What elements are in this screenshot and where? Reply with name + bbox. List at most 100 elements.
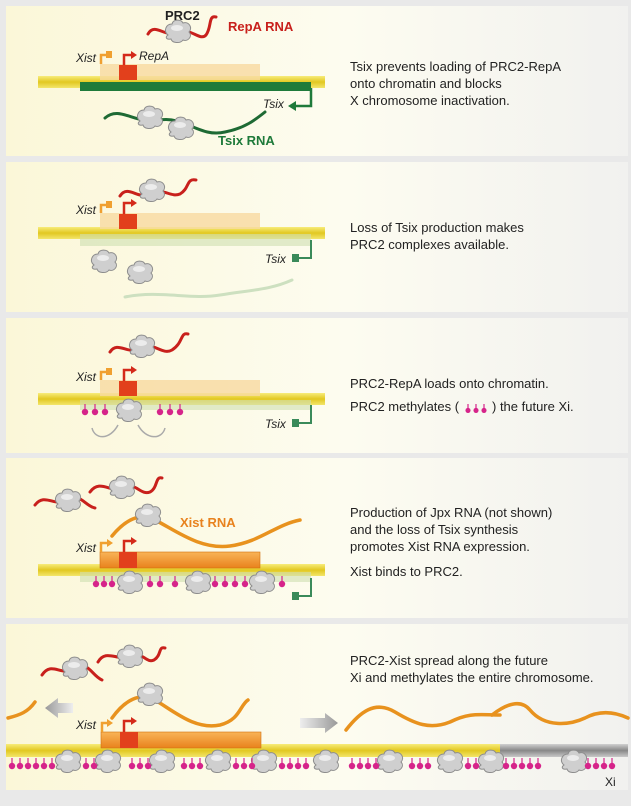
prc2-complex-icon	[477, 749, 505, 773]
svg-text:PRC2-RepA loads onto chromatin: PRC2-RepA loads onto chromatin.	[350, 376, 549, 391]
repa-promoter-arrow	[122, 201, 132, 214]
panel-4	[6, 458, 628, 618]
methyl-mark-icon	[526, 758, 534, 770]
xist-promoter-arrow	[100, 721, 108, 732]
methyl-mark-icon	[248, 758, 256, 770]
methyl-mark-icon	[356, 758, 364, 770]
methyl-mark-icon	[481, 404, 487, 413]
methyl-mark-icon	[101, 404, 109, 416]
svg-text:Xi and methylates the entire c: Xi and methylates the entire chromosome.	[350, 670, 594, 685]
repa-rna	[96, 646, 167, 664]
svg-text:Production of Jpx RNA (not sho: Production of Jpx RNA (not shown)	[350, 505, 552, 520]
tsix-label: Tsix	[265, 417, 287, 431]
methyl-mark-icon	[156, 576, 164, 588]
chromosome-grey-xi	[500, 744, 628, 757]
methyl-mark-icon	[188, 758, 196, 770]
methyl-mark-icon	[196, 758, 204, 770]
xist-label: Xist	[75, 203, 97, 217]
svg-text:Tsix prevents loading of PRC2-: Tsix prevents loading of PRC2-RepA	[350, 59, 561, 74]
repa-region	[119, 65, 137, 80]
prc2-complex-icon	[560, 749, 588, 773]
svg-text:PRC2-Xist spread along the fut: PRC2-Xist spread along the future	[350, 653, 548, 668]
methyl-mark-icon	[156, 404, 164, 416]
methyl-mark-icon	[473, 404, 479, 413]
methyl-mark-icon	[600, 758, 608, 770]
methyl-mark-icon	[8, 758, 16, 770]
spreading-arrow-right	[137, 424, 166, 438]
tsix-gene-bar-faded	[80, 234, 311, 246]
methyl-mark-icon	[166, 404, 174, 416]
methyl-mark-icon	[278, 576, 286, 588]
spread-arrow-right	[300, 713, 338, 733]
svg-text:PRC2 complexes available.: PRC2 complexes available.	[350, 237, 509, 252]
panel-3-caption: PRC2-RepA loads onto chromatin. PRC2 met…	[350, 376, 574, 414]
prc2-complex-icon	[204, 749, 232, 773]
svg-text:) the future Xi.: ) the future Xi.	[492, 399, 574, 414]
svg-text:onto chromatin and blocks: onto chromatin and blocks	[350, 76, 502, 91]
xist-label: Xist	[75, 541, 97, 555]
methyl-mark-icon	[464, 758, 472, 770]
repa-rna	[118, 178, 198, 198]
methyl-mark-icon	[91, 404, 99, 416]
svg-text:Loss of Tsix production makes: Loss of Tsix production makes	[350, 220, 524, 235]
prc2-complex-icon	[128, 334, 156, 358]
tsix-rna-label: Tsix RNA	[218, 133, 275, 148]
prc2-complex-icon	[126, 260, 154, 284]
methyl-mark-icon	[180, 758, 188, 770]
repa-rna	[88, 476, 164, 495]
tsix-gene-bar	[80, 82, 311, 91]
methyl-mark-icon	[302, 758, 310, 770]
methyl-mark-icon	[294, 758, 302, 770]
methyl-mark-icon	[584, 758, 592, 770]
xist-promoter-icon	[99, 370, 106, 380]
xist-gene	[99, 551, 261, 569]
tsix-promoter-arrow	[298, 578, 312, 597]
xist-label: Xist	[75, 718, 97, 732]
panel-1-caption: Tsix prevents loading of PRC2-RepA onto …	[350, 59, 561, 108]
methyl-mark-icon	[48, 758, 56, 770]
methyl-mark-icon	[364, 758, 372, 770]
prc2-complex-icon	[116, 644, 144, 668]
methyl-mark-icon	[82, 758, 90, 770]
methyl-mark-icon	[176, 404, 184, 416]
methyl-mark-icon	[32, 758, 40, 770]
panel-2-caption: Loss of Tsix production makes PRC2 compl…	[350, 220, 524, 252]
panel-5-diagram: Xist Xi	[6, 644, 630, 789]
xi-label: Xi	[605, 775, 616, 789]
prc2-complex-icon	[136, 682, 164, 706]
methyl-mark-icon	[608, 758, 616, 770]
methyl-mark-icon	[221, 576, 229, 588]
prc2-complex-icon	[376, 749, 404, 773]
xist-rna	[110, 695, 250, 728]
spreading-arrow-left	[91, 424, 119, 438]
panel-1-diagram: PRC2 RepA RNA Xist RepA Tsix Tsix RNA	[38, 8, 325, 148]
prc2-complex-icon	[312, 749, 340, 773]
xist-promoter-icon	[99, 53, 106, 64]
methyl-mark-icon	[534, 758, 542, 770]
xist-rna	[490, 701, 630, 726]
methyl-mark-icon	[372, 758, 380, 770]
repa-label: RepA	[139, 49, 169, 63]
methyl-mark-icon	[100, 576, 108, 588]
xist-rna	[344, 705, 502, 732]
prc2-complex-icon	[148, 749, 176, 773]
prc2-complex-icon	[90, 249, 118, 273]
repa-promoter-arrow	[122, 539, 132, 552]
methyl-mark-icon	[286, 758, 294, 770]
panel-2-diagram: Xist Tsix	[38, 178, 325, 299]
repa-region	[120, 732, 138, 748]
tsix-rna-faded	[123, 278, 294, 299]
methyl-mark-icon	[40, 758, 48, 770]
repa-promoter-arrow	[122, 719, 132, 732]
methyl-mark-icon	[518, 758, 526, 770]
xist-gene-region	[100, 64, 260, 80]
xist-rna	[6, 700, 37, 720]
xist-gene	[100, 731, 262, 749]
methyl-mark-icon	[465, 404, 471, 413]
methyl-mark-icon	[81, 404, 89, 416]
methyl-mark-icon	[510, 758, 518, 770]
methyl-mark-icon	[348, 758, 356, 770]
panel-4-caption: Production of Jpx RNA (not shown) and th…	[350, 505, 552, 579]
xist-label: Xist	[75, 51, 97, 65]
